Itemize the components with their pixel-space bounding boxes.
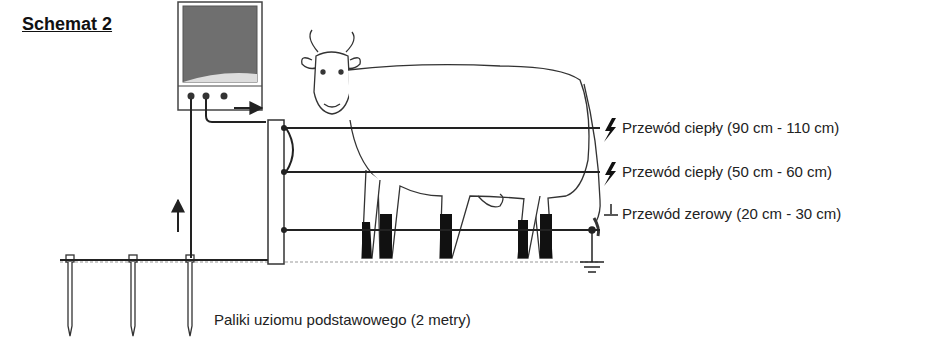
wire-label: Przewód ciepły (50 cm - 60 cm): [620, 163, 834, 180]
fence-wires: [60, 99, 600, 260]
diagram-title: Schemat 2: [22, 14, 112, 35]
fence-post: [268, 120, 284, 264]
lightning-symbol: [604, 162, 616, 186]
rod-label: Paliki uziomu podstawowego (2 metry): [212, 311, 473, 328]
ground-rods: [66, 255, 194, 336]
energizer: [178, 2, 262, 110]
flow-arrow: [234, 107, 262, 109]
cow-illustration: [302, 30, 600, 258]
ground-symbol: [604, 204, 618, 215]
wire-label: Przewód zerowy (20 cm - 30 cm): [620, 205, 843, 222]
lightning-symbol: [604, 118, 616, 142]
flow-arrow: [177, 200, 179, 232]
earth-symbol: [580, 227, 604, 272]
wire-label: Przewód ciepły (90 cm - 110 cm): [620, 119, 841, 136]
